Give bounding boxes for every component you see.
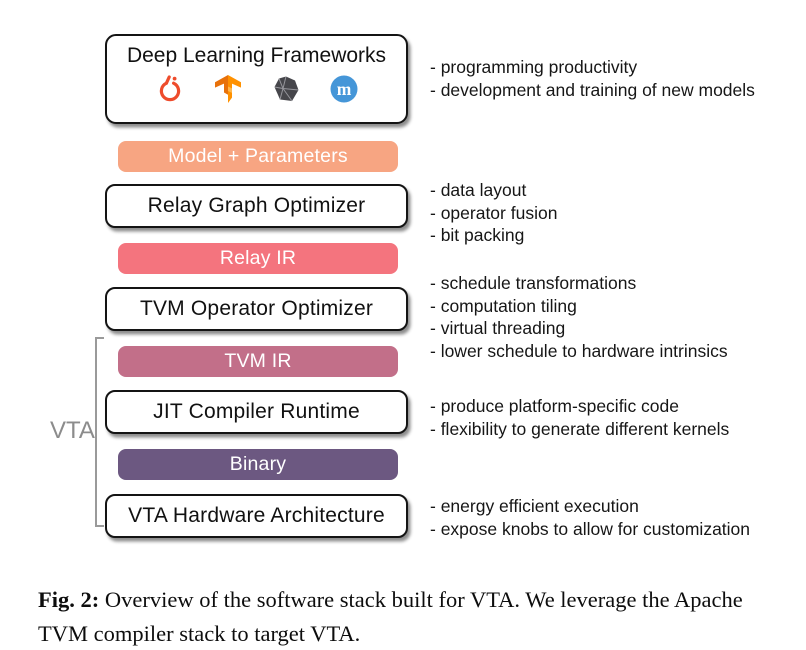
note-line: - development and training of new models: [430, 79, 755, 100]
vta-hardware-architecture-box: VTA Hardware Architecture: [105, 494, 408, 538]
jit-compiler-runtime-box: JIT Compiler Runtime: [105, 390, 408, 434]
note-line: - flexibility to generate different kern…: [430, 418, 730, 439]
svg-text:m: m: [336, 79, 351, 99]
tvm-ir-pill: TVM IR: [118, 346, 398, 377]
tvm-operator-optimizer-box: TVM Operator Optimizer: [105, 287, 408, 331]
note-line: - bit packing: [430, 225, 525, 246]
pytorch-icon: [154, 73, 186, 105]
jit-compiler-runtime-notes: - produce platform-specific code - flexi…: [430, 395, 729, 440]
note-line: - computation tiling: [430, 295, 577, 316]
tensorflow-icon: [212, 73, 244, 105]
relay-graph-optimizer-box: Relay Graph Optimizer: [105, 184, 408, 228]
relay-ir-pill: Relay IR: [118, 243, 398, 274]
note-line: - lower schedule to hardware intrinsics: [430, 340, 728, 361]
figure-caption: Fig. 2: Overview of the software stack b…: [38, 583, 776, 650]
note-line: - virtual threading: [430, 318, 566, 339]
note-line: - data layout: [430, 180, 527, 200]
mxnet-icon: m: [328, 73, 360, 105]
tvm-operator-optimizer-notes: - schedule transformations - computation…: [430, 272, 728, 362]
note-line: - produce platform-specific code: [430, 396, 679, 416]
note-line: - operator fusion: [430, 202, 558, 223]
deep-learning-frameworks-box: Deep Learning Frameworks: [105, 34, 408, 124]
vta-bracket-tick-top: [95, 337, 104, 339]
figure-caption-text: Overview of the software stack built for…: [38, 586, 743, 646]
frameworks-box-label: Deep Learning Frameworks: [126, 44, 387, 67]
framework-logos-row: m: [154, 73, 360, 105]
note-line: - expose knobs to allow for customizatio…: [430, 518, 751, 539]
note-line: - programming productivity: [430, 57, 638, 77]
frameworks-notes: - programming productivity - development…: [430, 56, 755, 101]
gem-framework-icon: [270, 73, 302, 105]
relay-graph-optimizer-notes: - data layout - operator fusion - bit pa…: [430, 179, 557, 247]
vta-bracket-tick-bottom: [95, 525, 104, 527]
figure-caption-label: Fig. 2:: [38, 586, 100, 612]
model-parameters-pill: Model + Parameters: [118, 141, 398, 172]
vta-bracket-label: VTA: [50, 417, 95, 444]
note-line: - schedule transformations: [430, 273, 637, 293]
note-line: - energy efficient execution: [430, 496, 639, 516]
vta-bracket-line: [95, 338, 97, 526]
vta-hardware-notes: - energy efficient execution - expose kn…: [430, 495, 750, 540]
binary-pill: Binary: [118, 449, 398, 480]
